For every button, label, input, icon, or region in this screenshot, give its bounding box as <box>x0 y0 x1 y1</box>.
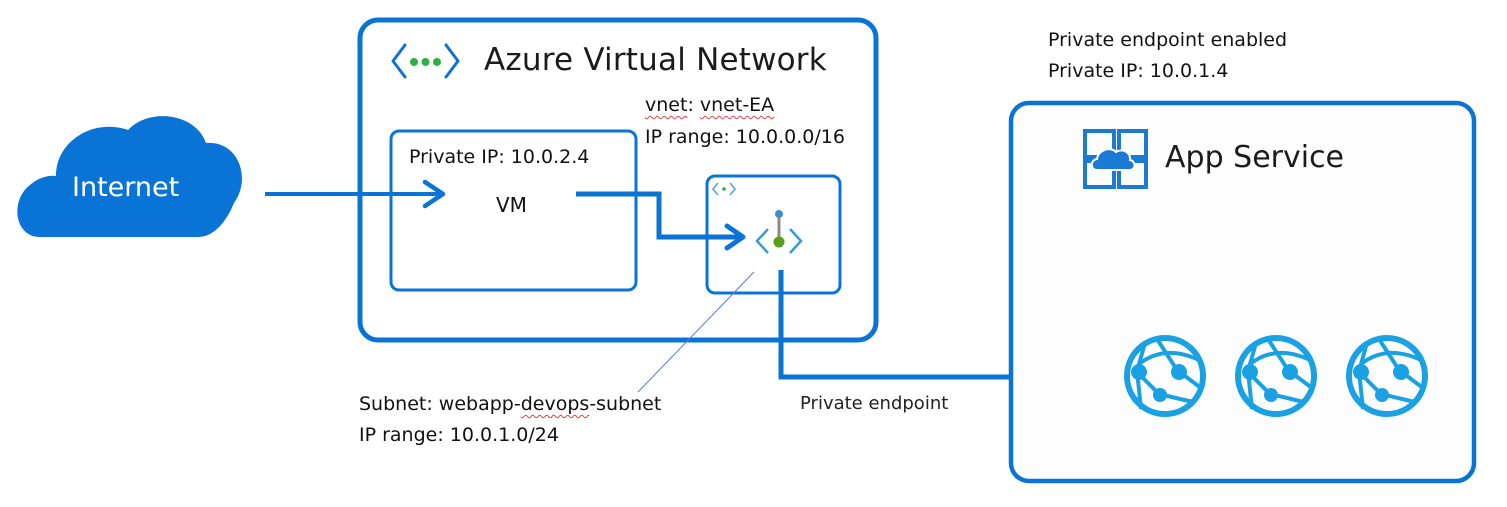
vnet-ip-range: IP range: 10.0.0.0/16 <box>645 126 845 148</box>
internet-label: Internet <box>72 172 180 203</box>
app-service-title: App Service <box>1165 140 1345 175</box>
vnet-name-value: vnet-EA <box>699 94 775 116</box>
vm-to-private-endpoint-arrow <box>576 191 746 251</box>
subnet-icon <box>711 182 737 196</box>
subnet-name-squiggle: devops <box>520 393 590 415</box>
virtual-network-icon <box>391 43 460 79</box>
private-endpoint-label: Private endpoint <box>800 393 949 414</box>
subnet-name-suffix: -subnet <box>589 393 662 415</box>
internet-to-vm-arrow <box>265 179 446 209</box>
vm-container <box>389 129 638 292</box>
subnet-container <box>705 174 842 295</box>
app-service-cloud-icon <box>1090 148 1136 171</box>
vnet-name-sep: : <box>687 94 700 116</box>
vnet-name: vnet: vnet-EA <box>645 94 774 116</box>
app-service-status: Private endpoint enabled <box>1048 29 1288 51</box>
subnet-name-prefix: Subnet: webapp- <box>359 393 521 415</box>
vnet-name-prefix: vnet <box>645 94 688 116</box>
subnet-annotation-line <box>637 271 755 393</box>
private-endpoint-icon <box>755 210 803 254</box>
subnet-ip-range: IP range: 10.0.1.0/24 <box>359 424 559 446</box>
vm-private-ip: Private IP: 10.0.2.4 <box>409 146 590 168</box>
vm-label: VM <box>496 193 527 217</box>
subnet-name: Subnet: webapp-devops-subnet <box>359 393 661 415</box>
web-app-icon <box>1346 335 1428 417</box>
app-service-private-ip: Private IP: 10.0.1.4 <box>1048 60 1229 82</box>
vnet-title: Azure Virtual Network <box>484 42 827 78</box>
web-app-icon <box>1124 335 1206 417</box>
web-app-icon <box>1235 335 1317 417</box>
internet-cloud-icon <box>17 116 242 237</box>
vnet-container <box>357 17 879 343</box>
